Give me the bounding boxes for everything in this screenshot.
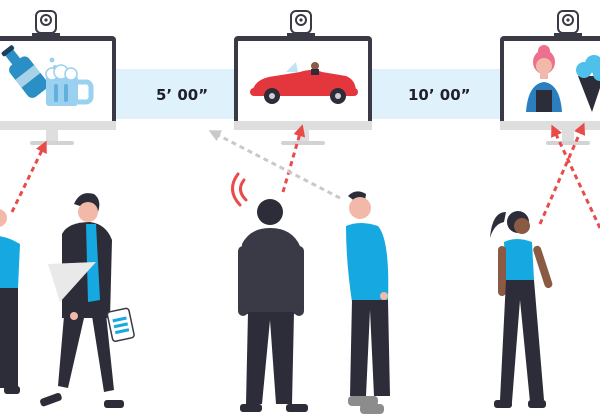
distance-label-left: 5’ 00” bbox=[156, 86, 209, 104]
gaze-arrow-left bbox=[10, 140, 47, 213]
ad-woman-figure bbox=[526, 45, 562, 112]
person-woman-ponytail bbox=[490, 211, 553, 408]
monitor-right bbox=[500, 10, 600, 145]
look-away-arrow bbox=[208, 130, 341, 200]
car-icon bbox=[250, 62, 358, 104]
beer-mug-icon bbox=[45, 64, 94, 106]
gaze-arrow-right-2 bbox=[551, 124, 600, 229]
monitor-left bbox=[0, 10, 116, 145]
distance-band-left bbox=[114, 69, 236, 119]
bottle-icon bbox=[1, 45, 48, 98]
ice-cream-icon bbox=[576, 55, 600, 112]
person-suit bbox=[40, 193, 135, 408]
tablet-icon bbox=[106, 307, 135, 342]
signal-icon bbox=[231, 172, 248, 207]
webcam-icon bbox=[287, 10, 315, 36]
play-icon bbox=[48, 262, 96, 302]
webcam-icon bbox=[554, 10, 582, 36]
person-back-view bbox=[238, 199, 308, 412]
person-blue-shirt bbox=[346, 191, 390, 414]
person-left-edge bbox=[0, 209, 20, 394]
webcam-icon bbox=[32, 10, 60, 36]
distance-label-right: 10’ 00” bbox=[408, 86, 471, 104]
gaze-arrow-center bbox=[281, 124, 306, 193]
distance-band-right bbox=[372, 69, 502, 119]
monitor-center bbox=[234, 10, 372, 145]
